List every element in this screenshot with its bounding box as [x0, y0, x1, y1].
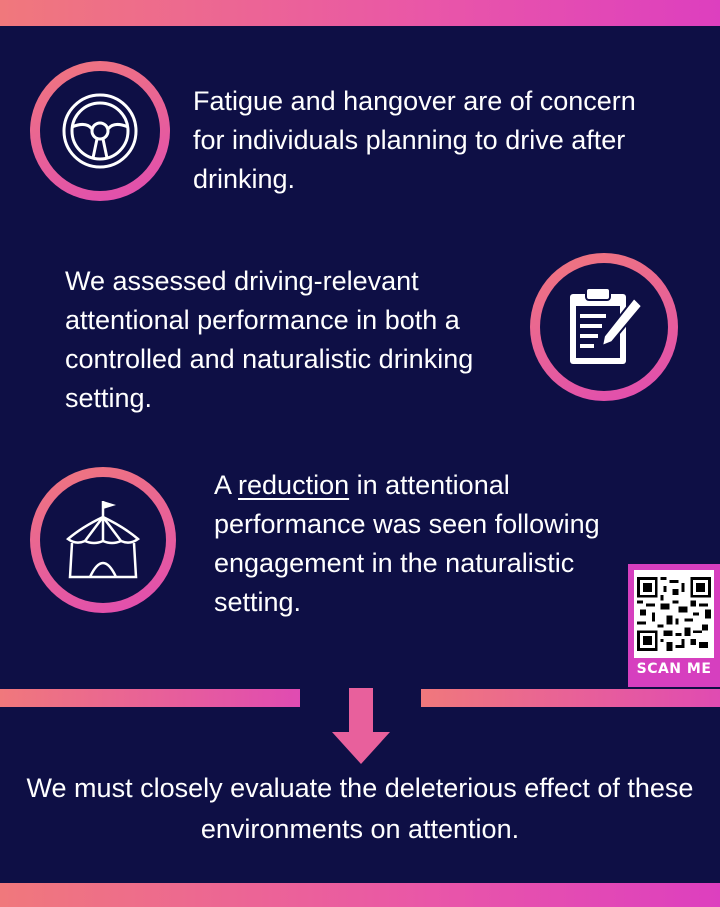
qr-code-icon	[637, 577, 711, 651]
clipboard-pencil-icon	[570, 287, 644, 364]
top-gradient-bar	[0, 0, 720, 26]
point-3-suffix: in attentional performance was seen foll…	[214, 470, 600, 617]
bottom-gradient-bar	[0, 883, 720, 907]
point-2-text: We assessed driving-relevant attentional…	[65, 266, 474, 413]
circus-tent-icon	[66, 501, 140, 579]
qr-code[interactable]	[634, 570, 714, 658]
steering-wheel-badge	[30, 61, 170, 201]
point-3-prefix: A	[214, 470, 239, 500]
divider-left	[0, 689, 300, 707]
scan-me-label: SCAN ME	[636, 661, 712, 677]
point-3-text: A reduction in attentional performance w…	[214, 466, 644, 622]
divider-right	[421, 689, 720, 707]
point-3-underlined-word: reduction	[238, 470, 350, 500]
steering-wheel-icon	[62, 93, 138, 169]
qr-code-panel[interactable]: SCAN ME	[628, 564, 720, 687]
point-1-text: Fatigue and hangover are of concern for …	[193, 86, 636, 194]
down-arrow-icon	[332, 688, 390, 764]
clipboard-badge	[530, 253, 678, 401]
conclusion-text: We must closely evaluate the deleterious…	[26, 773, 694, 844]
circus-tent-badge	[30, 467, 176, 613]
